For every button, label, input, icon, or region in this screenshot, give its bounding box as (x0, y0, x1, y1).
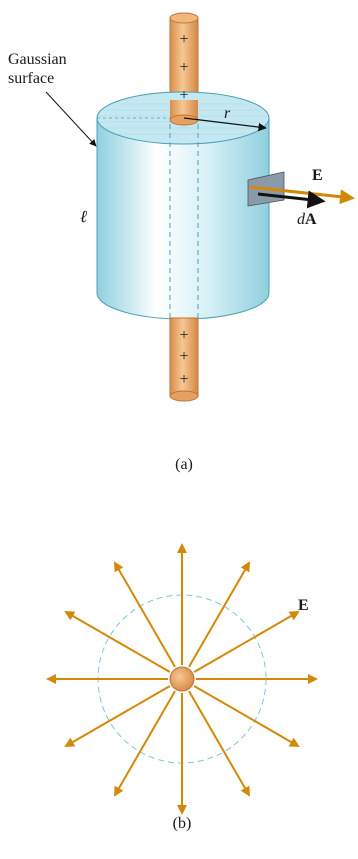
length-label: ℓ (80, 207, 87, 226)
radius-arrow (183, 117, 267, 132)
radial-field-lines (46, 543, 318, 815)
area-label: dA (297, 211, 317, 228)
figure-b: E (b) (46, 543, 318, 832)
field-line-arrow (114, 561, 176, 668)
figure-a: r + + + + + + E dA ℓ Gaussian surface (8, 12, 355, 473)
charged-rod-bottom (169, 317, 199, 402)
field-line-arrow (188, 561, 250, 668)
caption-a: (a) (175, 456, 193, 473)
field-line-arrow (114, 690, 176, 797)
rod-top-cross-section (169, 100, 199, 126)
field-line-arrow (193, 610, 300, 673)
plus-sign: + (179, 31, 188, 48)
area-vector-arrow (257, 190, 326, 209)
radius-label: r (224, 105, 231, 122)
gaussian-cylinder (96, 91, 270, 320)
field-line-arrow (64, 685, 171, 748)
plus-sign: + (179, 59, 188, 76)
plus-sign: + (179, 87, 188, 104)
positive-charges: + + + + + + (179, 31, 188, 388)
line-charge-cross-section (169, 666, 195, 692)
field-label-b: E (298, 597, 309, 614)
field-label-a: E (312, 167, 323, 184)
plus-sign: + (179, 371, 188, 388)
field-line-arrow (64, 610, 171, 673)
field-line-arrow (188, 690, 250, 797)
gaussian-surface-pointer (45, 91, 97, 147)
gaussian-surface-label-line1: Gaussian (8, 51, 67, 68)
caption-b: (b) (173, 815, 192, 832)
field-arrow-a (249, 185, 355, 205)
field-line-arrow (193, 685, 300, 748)
plus-sign: + (179, 348, 188, 365)
gaussian-surface-label-line2: surface (8, 70, 54, 87)
plus-sign: + (179, 327, 188, 344)
